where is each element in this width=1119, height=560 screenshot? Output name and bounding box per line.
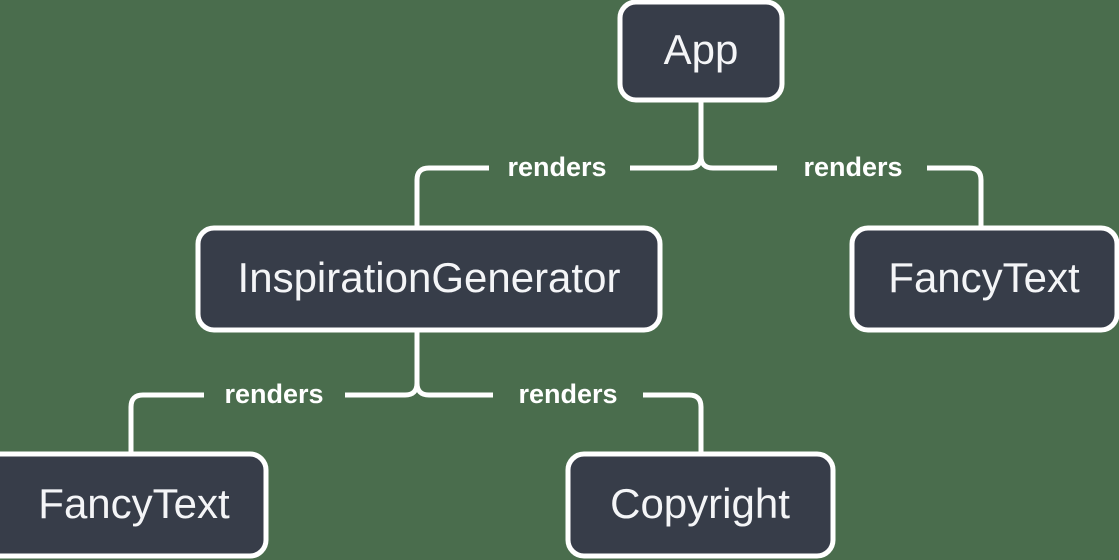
edge-label-inspirationgenerator-copyright: renders (518, 379, 617, 409)
node-copyright[interactable]: Copyright (565, 451, 836, 559)
node-fancytext-bottom[interactable]: FancyText (0, 451, 269, 559)
node-app-box[interactable] (617, 0, 785, 103)
edge-ig-to-copyright-left-seg (414, 382, 493, 398)
node-inspiration-generator-label: InspirationGenerator (238, 254, 621, 301)
node-inspiration-generator[interactable]: InspirationGenerator (195, 225, 663, 333)
edge-group-app (414, 100, 984, 228)
edge-app-to-inspirationgenerator-left-seg (414, 165, 489, 228)
edge-ig-to-fancytext-right-seg (345, 382, 420, 398)
edge-app-to-inspirationgenerator-right-seg (630, 155, 704, 171)
node-fancytext-bottom-label: FancyText (38, 480, 230, 527)
node-app[interactable]: App (617, 0, 785, 103)
node-fancytext-bottom-box[interactable] (0, 451, 269, 559)
edge-label-app-inspirationgenerator: renders (507, 152, 606, 182)
edge-app-to-fancytext-right-seg (927, 165, 984, 228)
edge-label-inspirationgenerator-fancytext: renders (224, 379, 323, 409)
node-copyright-label: Copyright (610, 480, 790, 527)
node-copyright-box[interactable] (565, 451, 836, 559)
edge-group-inspirationgenerator (128, 330, 704, 454)
edge-ig-to-fancytext-left-seg (128, 392, 204, 454)
node-app-label: App (664, 26, 739, 73)
edge-ig-to-copyright-right-seg (643, 392, 704, 454)
edge-label-app-fancytext: renders (803, 152, 902, 182)
node-fancytext-right-label: FancyText (888, 254, 1080, 301)
node-fancytext-right-box[interactable] (849, 225, 1119, 333)
edge-app-to-fancytext-left-seg (698, 155, 777, 171)
node-inspiration-generator-box[interactable] (195, 225, 663, 333)
node-fancytext-right[interactable]: FancyText (849, 225, 1119, 333)
